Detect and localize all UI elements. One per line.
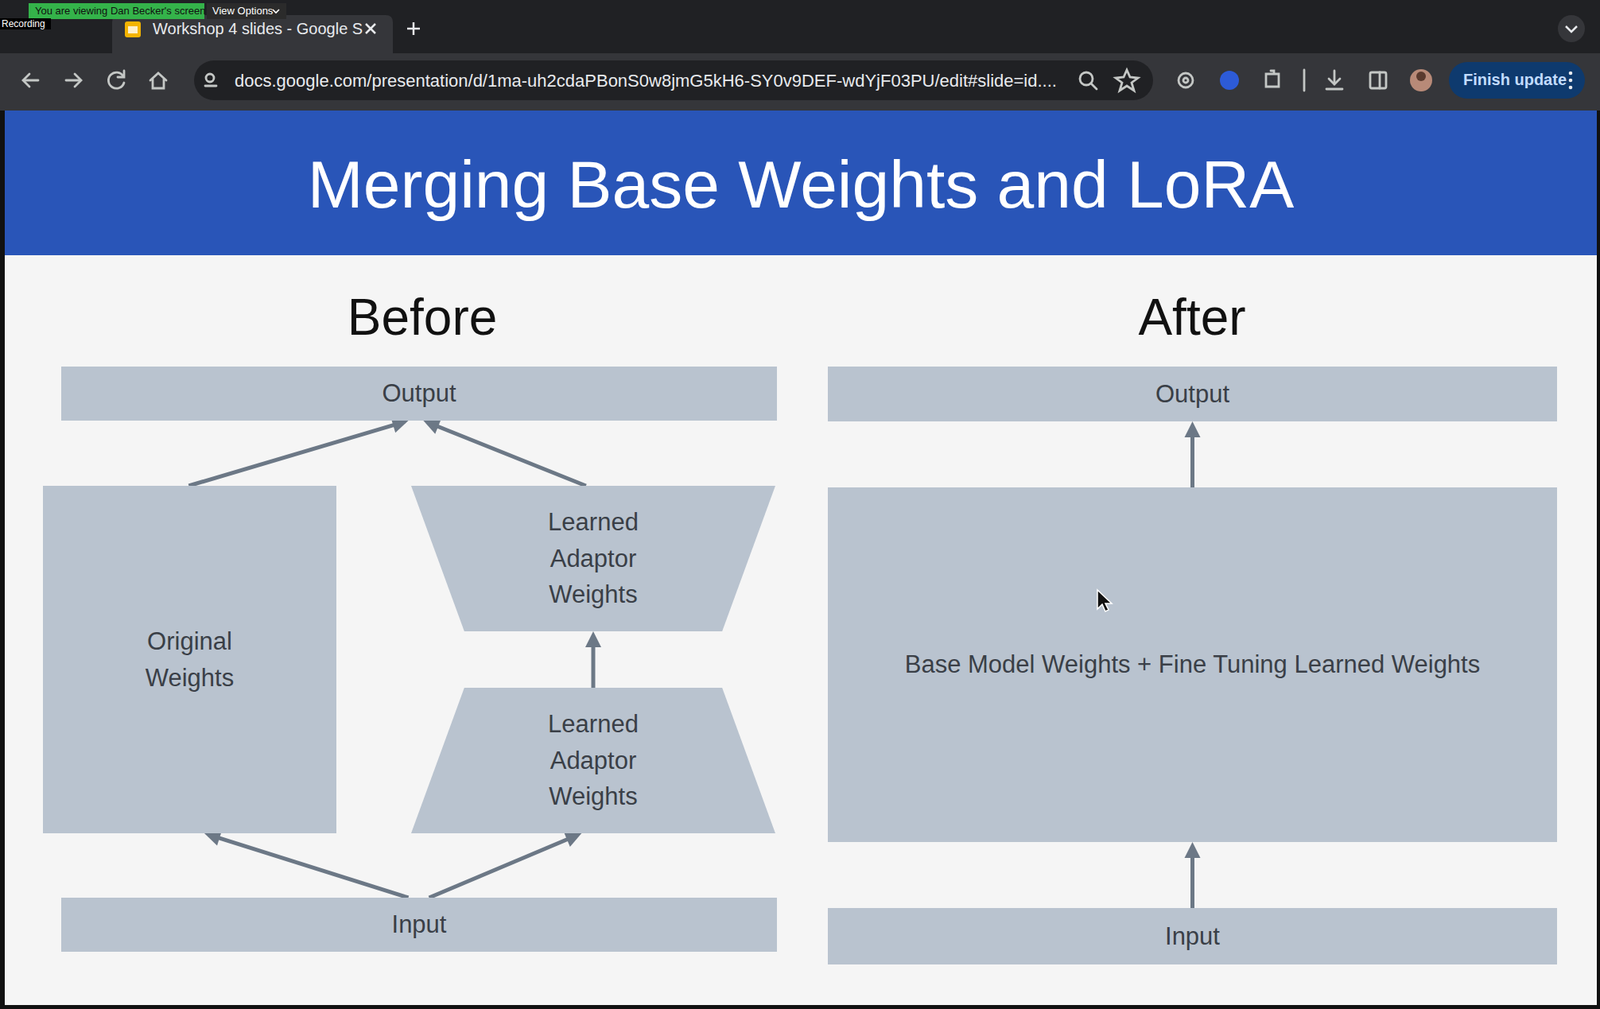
box-shape	[42, 485, 337, 834]
node-label: Learned Adaptor Weights	[513, 706, 673, 816]
arrow-connector	[188, 417, 408, 486]
arrow-connector	[1184, 842, 1201, 909]
panel-heading: Before	[223, 285, 622, 350]
merged-weights-box: Base Model Weights + Fine Tuning Learned…	[827, 487, 1558, 843]
input-box: Input	[61, 897, 777, 952]
recording-indicator: Recording	[1, 18, 46, 30]
output-box: Output	[827, 366, 1558, 422]
arrow-connector	[204, 830, 409, 898]
input-box: Input	[827, 908, 1558, 965]
arrow-connector	[423, 419, 586, 486]
mouse-cursor	[1095, 588, 1114, 614]
arrow-head	[423, 419, 441, 435]
tab-title: Workshop 4 slides - Google S	[152, 19, 363, 39]
adapter-trapezoid: Learned Adaptor Weights	[411, 687, 776, 834]
arrow-head	[563, 832, 582, 847]
arrow-head	[1184, 421, 1201, 438]
screen-share-banner: You are viewing Dan Becker's screen	[34, 4, 206, 17]
output-box: Output	[61, 366, 777, 421]
connector-line	[1190, 854, 1195, 909]
node-label: Learned Adaptor Weights	[513, 504, 673, 614]
node-label: Input	[392, 906, 447, 944]
connector-line	[188, 424, 397, 486]
node-label: Output	[381, 375, 456, 412]
slide-title: Merging Base Weights and LoRA	[4, 144, 1597, 225]
connector-line	[591, 644, 596, 688]
adapter-trapezoid: Learned Adaptor Weights	[411, 485, 776, 632]
connector-line	[434, 425, 587, 486]
node-label: Output	[1155, 376, 1230, 413]
connector-line	[216, 837, 408, 898]
view-options-button: View Options	[212, 4, 273, 17]
update-button: Finish update	[1463, 70, 1567, 90]
arrow-connector	[429, 832, 583, 898]
arrow-connector	[585, 631, 602, 688]
arrow-head	[1184, 842, 1201, 859]
node-label: Input	[1165, 918, 1220, 956]
arrow-head	[585, 631, 602, 648]
node-label: Original Weights	[110, 623, 270, 697]
weights-box: Original Weights	[42, 485, 337, 834]
panel-heading: After	[993, 285, 1391, 350]
arrow-connector	[1184, 421, 1201, 488]
node-label: Base Model Weights + Fine Tuning Learned…	[904, 646, 1480, 684]
url-text: docs.google.com/presentation/d/1ma-uh2cd…	[234, 70, 1057, 92]
connector-line	[429, 838, 571, 898]
connector-line	[1190, 434, 1195, 488]
